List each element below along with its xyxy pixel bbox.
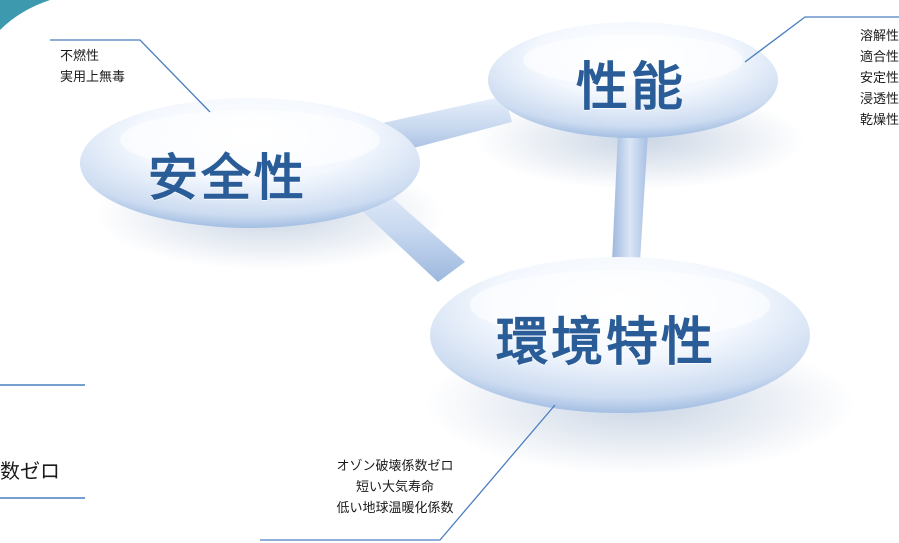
performance-lens [488,22,778,138]
safety-leader-line [50,39,211,113]
environment-notes: オゾン破壊係数ゼロ 短い大気寿命 低い地球温暖化係数 [270,456,520,519]
safety-lens [80,98,420,228]
performance-note-4: 乾燥性 [859,113,899,128]
environment-leader-line [260,404,556,541]
environment-note-0: オゾン破壊係数ゼロ [336,459,454,474]
safety-note-0: 不燃性 [60,49,100,64]
environment-title: 環境特性 [496,312,717,373]
performance-title: 性能 [576,57,687,118]
performance-note-0: 溶解性 [859,29,899,44]
corner-decoration [0,0,50,30]
connector-performance-environment [612,132,648,262]
safety-note-1: 実用上無毒 [60,70,126,85]
environment-note-1: 短い大気寿命 [355,480,434,495]
safety-notes: 不燃性 実用上無毒 [60,46,125,88]
performance-note-1: 適合性 [859,50,899,65]
performance-note-2: 安定性 [859,71,899,86]
performance-note-3: 浸透性 [859,92,899,107]
environment-note-2: 低い地球温暖化係数 [336,501,454,516]
left-text-fragment: 数ゼロ [0,459,60,483]
performance-leader-line [744,16,899,63]
performance-notes: 溶解性 適合性 安定性 浸透性 乾燥性 [860,26,899,131]
safety-title: 安全性 [148,148,307,207]
environment-lens [430,257,810,413]
